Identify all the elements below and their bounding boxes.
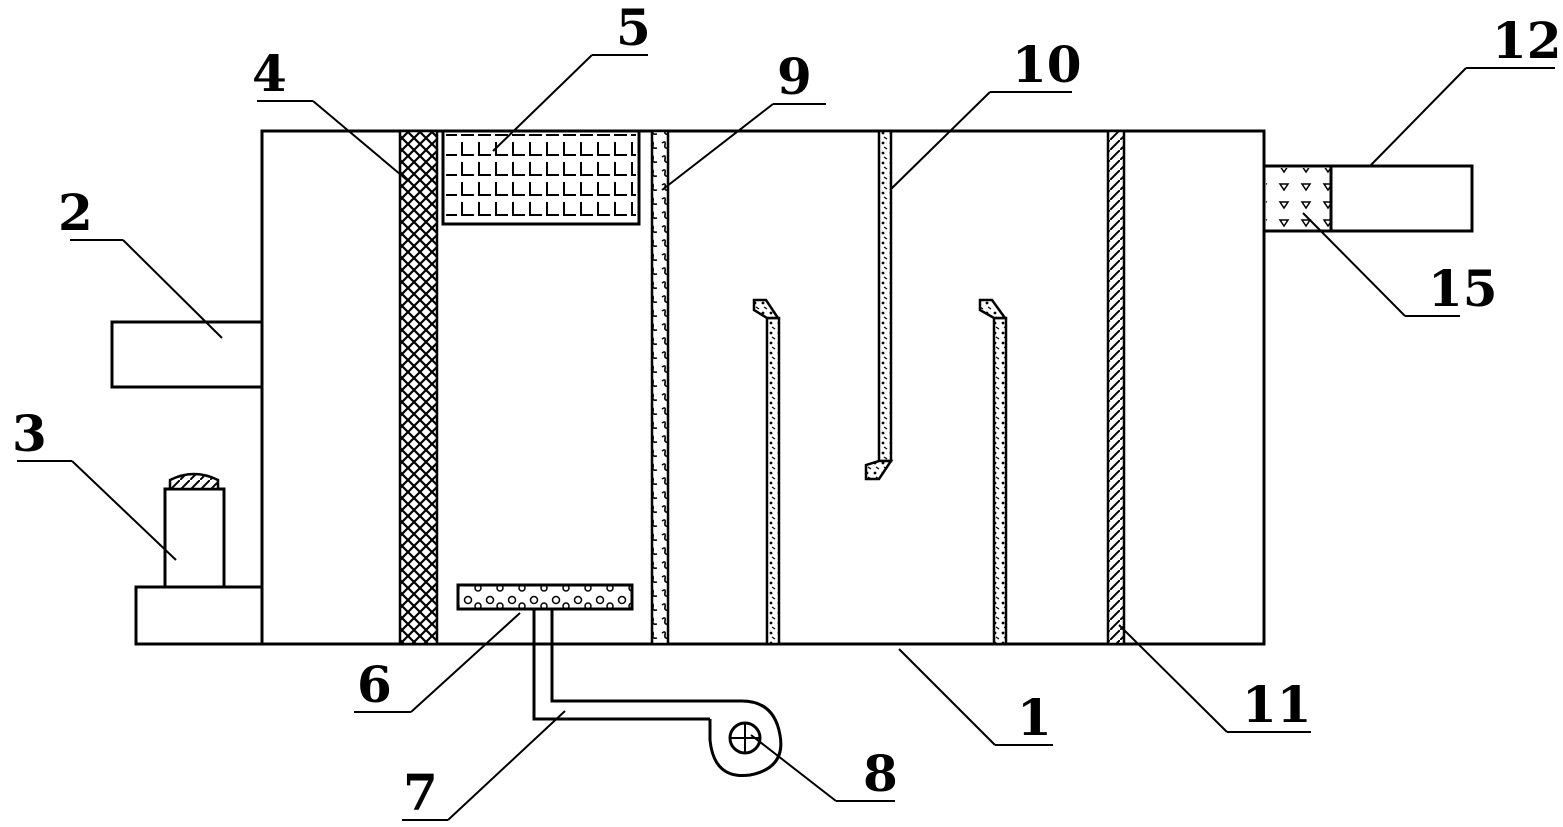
label-9: 9 [777,47,812,106]
hatched-wall-11 [1106,129,1126,646]
grid-filter-pattern [446,134,636,221]
label-12: 12 [1492,11,1562,70]
label-11: 11 [1242,675,1312,734]
main-tank [260,129,1266,646]
pump-body [163,487,226,589]
label-4: 4 [252,44,287,103]
bottom-baffle-right [992,316,1008,646]
pump-cap [168,472,220,491]
label-7: 7 [403,763,438,822]
mesh-filter-wall [398,129,439,646]
hanging-baffle-10 [877,129,893,463]
leader-12-diag [1369,67,1467,167]
label-1: 1 [1017,688,1052,747]
outlet-filter [1266,168,1330,229]
leader-7-diag [447,710,566,821]
leader-4-diag [312,100,408,181]
inlet-pipe [110,320,264,389]
label-15: 15 [1428,259,1498,318]
hanging-baffle-10-tip [864,459,894,481]
blower-housing [708,699,783,778]
air-pipe-inner [550,609,725,703]
label-10: 10 [1012,35,1082,94]
leader-6-diag [410,612,521,713]
leader-2-diag [122,239,223,339]
air-pipe [532,609,710,721]
base-block [134,585,264,646]
leader-5-diag [492,54,593,152]
label-6: 6 [357,655,392,714]
leader-11-diag [1118,624,1228,733]
aerator-plate [456,583,634,611]
leader-1-diag [898,648,996,746]
baffle-wall-9 [650,129,670,646]
bottom-baffle-left [765,316,781,646]
leader-15-diag [1302,212,1406,317]
bottom-baffle-right-cap [978,298,1008,320]
label-8: 8 [863,744,898,803]
bottom-baffle-left-cap [752,298,781,320]
leader-3-diag [71,460,177,561]
leader-8-diag [750,734,837,802]
label-5: 5 [616,0,651,57]
leader-9-diag [661,103,774,191]
label-2: 2 [58,183,93,242]
outlet-pipe [1262,164,1474,233]
leader-lines [17,54,1555,821]
leader-10-diag [889,91,991,191]
label-3: 3 [12,404,47,463]
